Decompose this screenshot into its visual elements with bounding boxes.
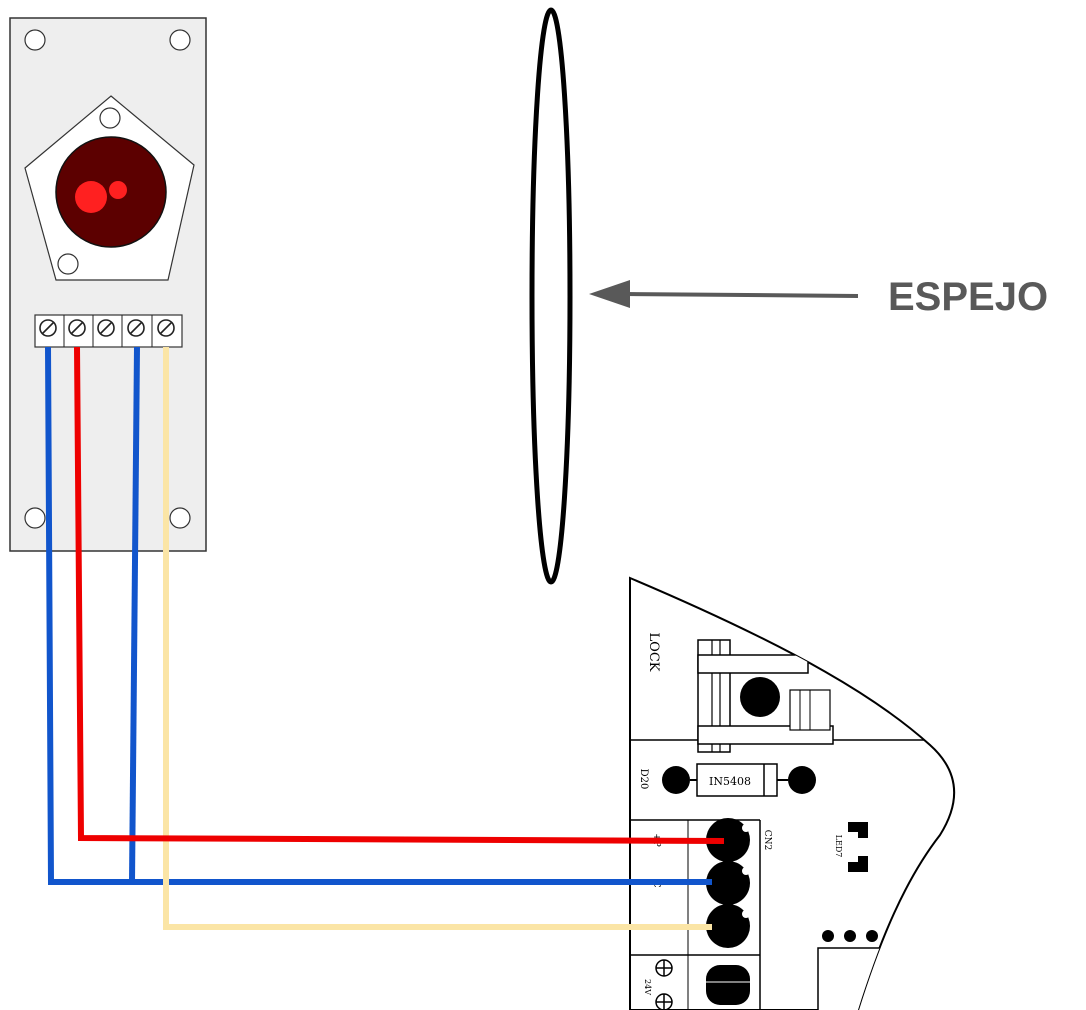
led-label: LED7 [834,835,843,858]
cn2-terminal-1 [706,818,750,862]
control-board: LOCK D20 IN5408 CN2 LED7 +P C I 24V [629,576,956,1010]
mounting-hole-bottom-left [24,507,46,529]
diode-d20 [662,763,816,797]
emitter-led-large [75,181,107,213]
relay-contact [740,677,780,717]
diode-ref-label: D20 [638,769,649,790]
terminal-screws [39,315,175,347]
cn2-terminal-2 [706,861,750,905]
mounting-hole-top-left [24,29,46,51]
wire-yellow-input [163,347,712,930]
wire-red-power [74,346,725,844]
lock-relay [697,639,834,753]
emitter-led-small [109,181,127,199]
housing-screw-top [99,107,121,129]
led7 [848,822,868,872]
wires [45,346,725,930]
connector-label: CN2 [762,830,772,851]
wire-blue-branch [129,346,140,883]
pin-24v-label: 24V [643,979,652,995]
board-outline [629,576,956,1010]
cn2-connector [706,818,761,1010]
lock-label: LOCK [646,633,661,672]
housing-screw-bottom [57,253,79,275]
mirror-arrow [589,280,859,308]
photocell-sensor [9,17,207,552]
diode-part-label: IN5408 [709,775,751,788]
mounting-hole-top-right [169,29,191,51]
cn2-terminal-4 [706,965,750,1005]
mirror [529,7,573,585]
ground-symbols [655,959,673,1010]
cn2-terminal-3 [706,904,750,948]
wire-blue-common [45,346,712,885]
mounting-hole-bottom-right [169,507,191,529]
mirror-label: ESPEJO [888,275,1048,319]
